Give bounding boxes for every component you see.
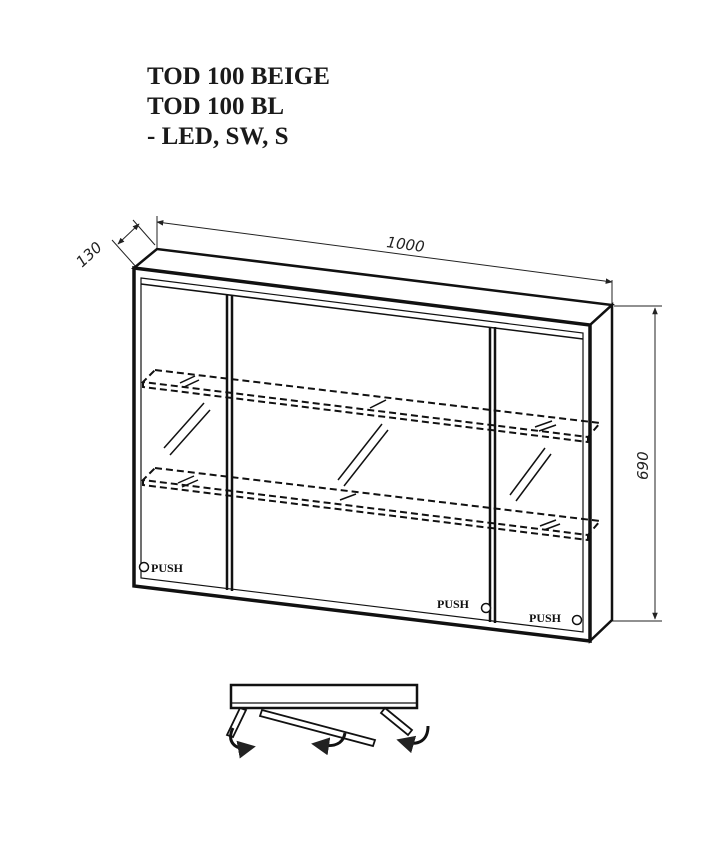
height-dimension: 690 xyxy=(594,305,662,622)
title-line-options: - LED, SW, S xyxy=(147,123,289,150)
product-title-block: TOD 100 BEIGE TOD 100 BL - LED, SW, S xyxy=(147,62,330,152)
door-opening-top-view xyxy=(225,683,430,759)
push-circle-icon xyxy=(480,602,492,614)
push-label-right: PUSH xyxy=(529,611,562,625)
push-circle-icon xyxy=(138,561,150,573)
swing-arrow-icon xyxy=(396,725,430,754)
push-label-middle: PUSH xyxy=(437,597,470,611)
push-button-left: PUSH xyxy=(138,561,184,575)
push-circle-icon xyxy=(571,614,583,626)
push-button-middle: PUSH xyxy=(437,597,492,614)
depth-dimension-label: 130 xyxy=(72,238,105,271)
title-line-model-bl: TOD 100 BL xyxy=(147,93,285,120)
height-dimension-label: 690 xyxy=(634,451,652,480)
title-line-model-beige: TOD 100 BEIGE xyxy=(147,63,330,90)
push-button-right: PUSH xyxy=(529,611,583,626)
mirror-cabinet xyxy=(130,247,615,644)
mirror-reflection-marks xyxy=(163,375,561,531)
push-label-left: PUSH xyxy=(151,561,184,575)
glass-shelves xyxy=(140,368,602,542)
width-dimension-label: 1000 xyxy=(385,233,425,256)
width-dimension: 1000 xyxy=(156,216,613,305)
swing-arrow-icon xyxy=(311,732,347,756)
swing-arrow-icon xyxy=(229,727,256,759)
